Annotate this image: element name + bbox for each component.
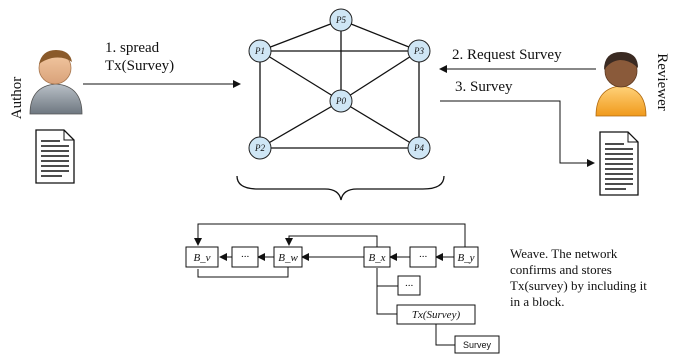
reviewer-avatar-icon [595,52,647,117]
edge-p0-p2 [259,100,342,149]
edge-p1-p0 [259,50,342,102]
svg-text:···: ··· [241,251,250,263]
step1-sublabel: Tx(Survey) [105,58,174,74]
step1-label: 1. spread [105,40,160,56]
node-p2: P2 [248,136,272,160]
author-document-icon [35,129,75,184]
node-p0-label: P0 [335,96,346,106]
block-bv-label: B_v [193,252,210,264]
node-p3: P3 [407,39,431,63]
survey-box-label: Survey [463,340,492,350]
node-p4: P4 [407,136,431,160]
reviewer-label: Reviewer [654,53,670,110]
ellipsis-box-3: ··· [397,275,421,296]
ellipsis-box-2: ··· [409,246,437,268]
edge-p3-p5 [340,19,420,52]
node-p4-label: P4 [413,143,424,153]
step3-label: 3. Survey [455,79,513,95]
svg-text:···: ··· [419,251,428,263]
node-p0: P0 [329,89,353,113]
author-label: Author [9,77,25,120]
block-bx-label: B_x [368,252,385,264]
ellipsis-box-1: ··· [231,246,259,268]
edge-p0-p4 [340,100,420,149]
tx-survey-label: Tx(Survey) [412,309,461,321]
network-edges [259,19,420,149]
edge-p3-p0 [340,50,420,102]
node-p5: P5 [329,8,353,32]
survey-box: Survey [454,335,500,354]
block-bw-label: B_w [278,252,298,264]
network-brace [236,175,445,201]
node-p3-label: P3 [413,46,424,56]
svg-text:···: ··· [405,280,414,292]
survey-arrow [440,100,595,167]
blockchain: B_v ··· B_w B_x ··· B_y ··· Tx(Survey) [185,223,500,354]
edge-p1-p5 [259,19,342,52]
block-by: B_y [453,246,479,268]
node-p2-label: P2 [254,143,265,153]
author-avatar-icon [29,50,83,115]
block-bw: B_w [273,246,303,268]
caption-text: Weave. The network confirms and stores T… [510,246,647,309]
block-by-label: B_y [457,252,474,264]
tx-survey-box: Tx(Survey) [396,304,476,325]
node-p1-label: P1 [254,46,265,56]
block-bv: B_v [185,246,219,268]
node-p1: P1 [248,39,272,63]
node-p5-label: P5 [335,15,346,25]
reviewer-document-icon [599,131,639,196]
block-bx: B_x [363,246,391,268]
step2-label: 2. Request Survey [452,47,562,63]
